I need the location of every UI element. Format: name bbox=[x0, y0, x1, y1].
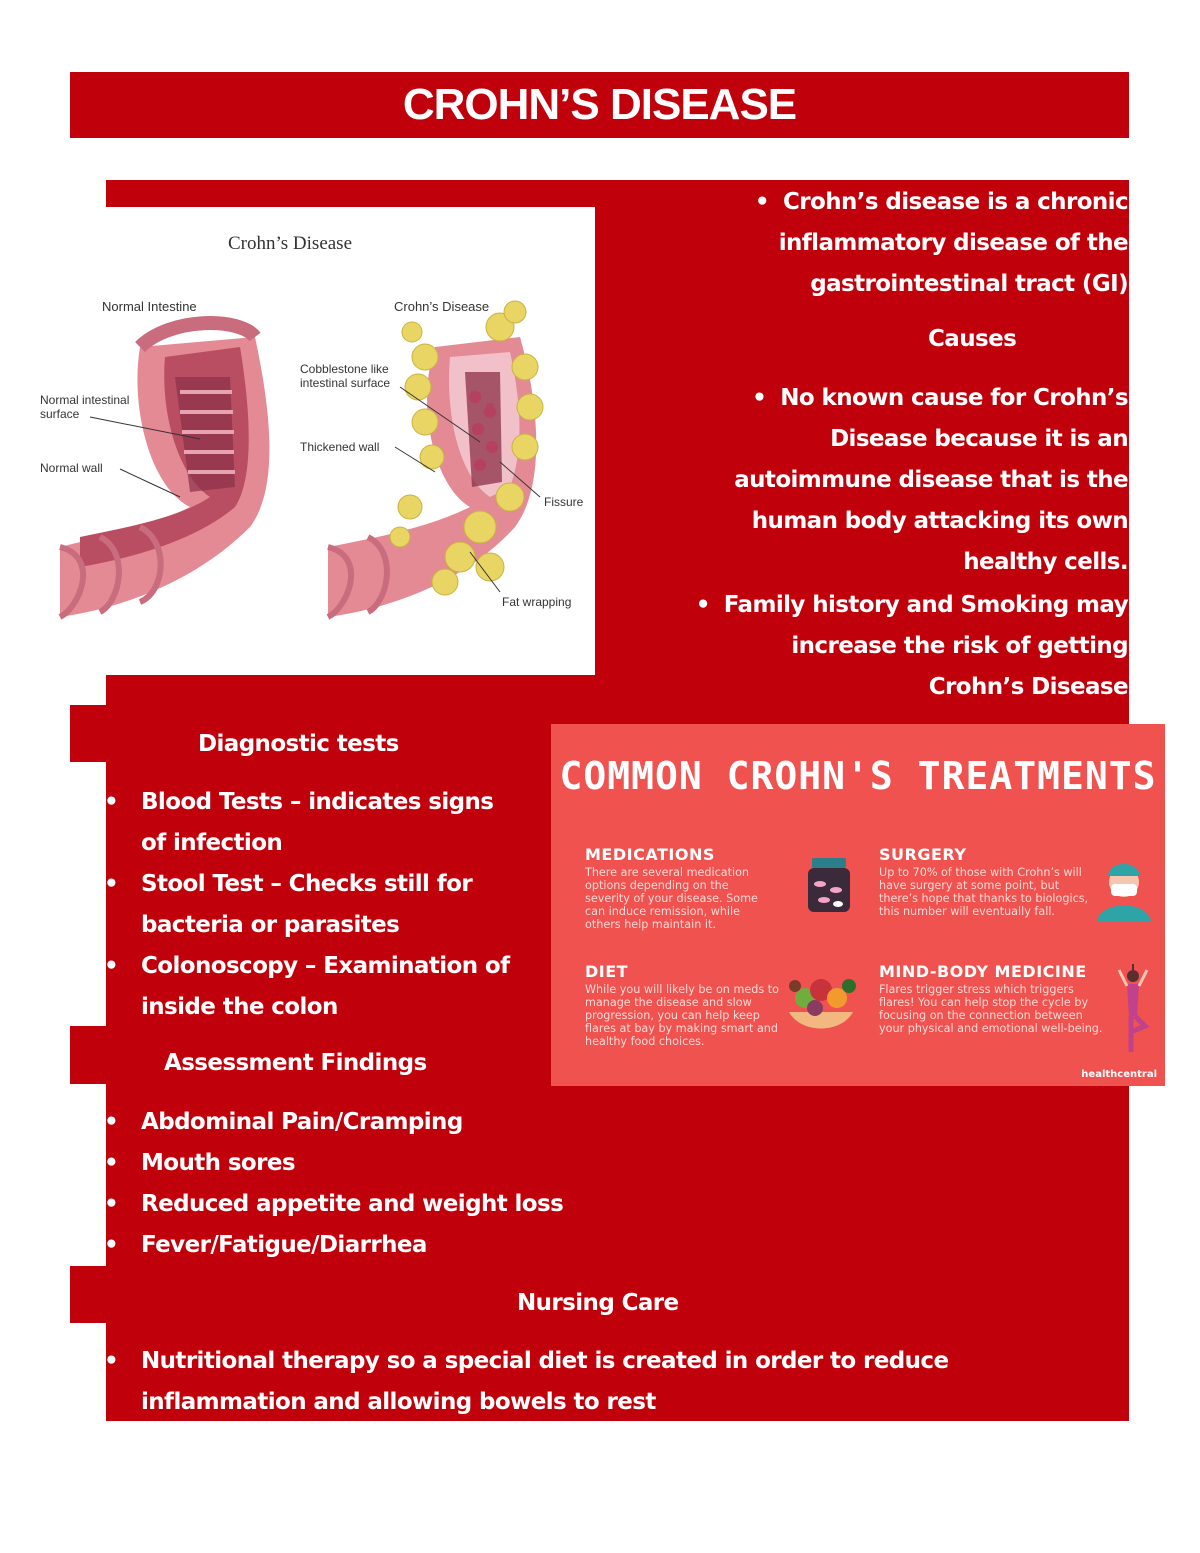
diet-body: While you will likely be on meds to mana… bbox=[585, 983, 779, 1048]
causes-heading: Causes bbox=[928, 326, 1017, 352]
surgery-body: Up to 70% of those with Crohn’s will hav… bbox=[879, 866, 1089, 918]
list-item: Nutritional therapy so a special diet is… bbox=[104, 1341, 949, 1423]
cobblestone-label: Cobblestone like intestinal surface bbox=[300, 362, 391, 390]
yoga-figure-icon bbox=[1117, 964, 1150, 1052]
treatments-infographic: COMMON CROHN'S TREATMENTS MEDICATIONS Th… bbox=[551, 724, 1165, 1086]
causes-item-1: •No known cause for Crohn’s Disease beca… bbox=[734, 385, 1128, 575]
normal-intestine-drawing bbox=[58, 316, 270, 620]
causes-item-2: •Family history and Smoking may increase… bbox=[695, 592, 1129, 700]
crohns-illustration: Crohn’s Disease Normal Intestine Crohn’s… bbox=[40, 207, 595, 675]
infographic-heading: COMMON CROHN'S TREATMENTS bbox=[559, 754, 1157, 798]
thickened-wall-label: Thickened wall bbox=[300, 440, 380, 454]
assessment-heading: Assessment Findings bbox=[164, 1050, 427, 1076]
definition-line-2: inflammatory disease of the bbox=[778, 230, 1129, 256]
medications-body: There are several medication options dep… bbox=[585, 866, 758, 931]
mindbody-body: Flares trigger stress which triggers fla… bbox=[879, 983, 1103, 1035]
list-item: Abdominal Pain/Cramping bbox=[104, 1102, 563, 1143]
definition-block: •Crohn’s disease is a chronic inflammato… bbox=[754, 182, 1129, 305]
pill-bottle-icon bbox=[808, 858, 850, 912]
page-title: CROHN’S DISEASE bbox=[70, 72, 1129, 138]
list-item: Reduced appetite and weight loss bbox=[104, 1184, 564, 1225]
list-item: Mouth sores bbox=[104, 1143, 563, 1184]
crohns-label: Crohn’s Disease bbox=[394, 299, 490, 314]
nursing-list: Nutritional therapy so a special diet is… bbox=[104, 1341, 949, 1423]
normal-surface-label: Normal intestinal surface bbox=[40, 393, 130, 421]
brand-label: healthcentral bbox=[1081, 1069, 1157, 1080]
surgery-title: SURGERY bbox=[879, 845, 967, 864]
normal-intestine-label: Normal Intestine bbox=[102, 299, 197, 314]
mindbody-title: MIND-BODY MEDICINE bbox=[879, 962, 1087, 981]
assessment-list: Abdominal Pain/Cramping Mouth sores Redu… bbox=[104, 1102, 564, 1266]
definition-line-1: •Crohn’s disease is a chronic bbox=[754, 189, 1129, 215]
illustration-title: Crohn’s Disease bbox=[228, 233, 353, 254]
red-block-assessment bbox=[70, 1026, 551, 1084]
normal-wall-label: Normal wall bbox=[40, 461, 103, 475]
medications-title: MEDICATIONS bbox=[585, 845, 715, 864]
healthy-food-icon bbox=[789, 979, 856, 1029]
red-block-nursing bbox=[70, 1266, 1129, 1323]
nursing-heading: Nursing Care bbox=[517, 1290, 679, 1316]
fat-wrapping-label: Fat wrapping bbox=[502, 595, 572, 609]
surgeon-icon bbox=[1097, 864, 1151, 922]
crohns-intestine-drawing bbox=[326, 300, 544, 620]
diagnostic-heading: Diagnostic tests bbox=[198, 731, 399, 757]
definition-line-3: gastrointestinal tract (GI) bbox=[810, 271, 1128, 297]
intestine-diagram bbox=[58, 300, 544, 620]
red-block-diagnostic bbox=[70, 705, 540, 762]
fissure-label: Fissure bbox=[544, 495, 584, 509]
list-item: Fever/Fatigue/Diarrhea bbox=[104, 1225, 563, 1266]
diet-title: DIET bbox=[585, 962, 629, 981]
